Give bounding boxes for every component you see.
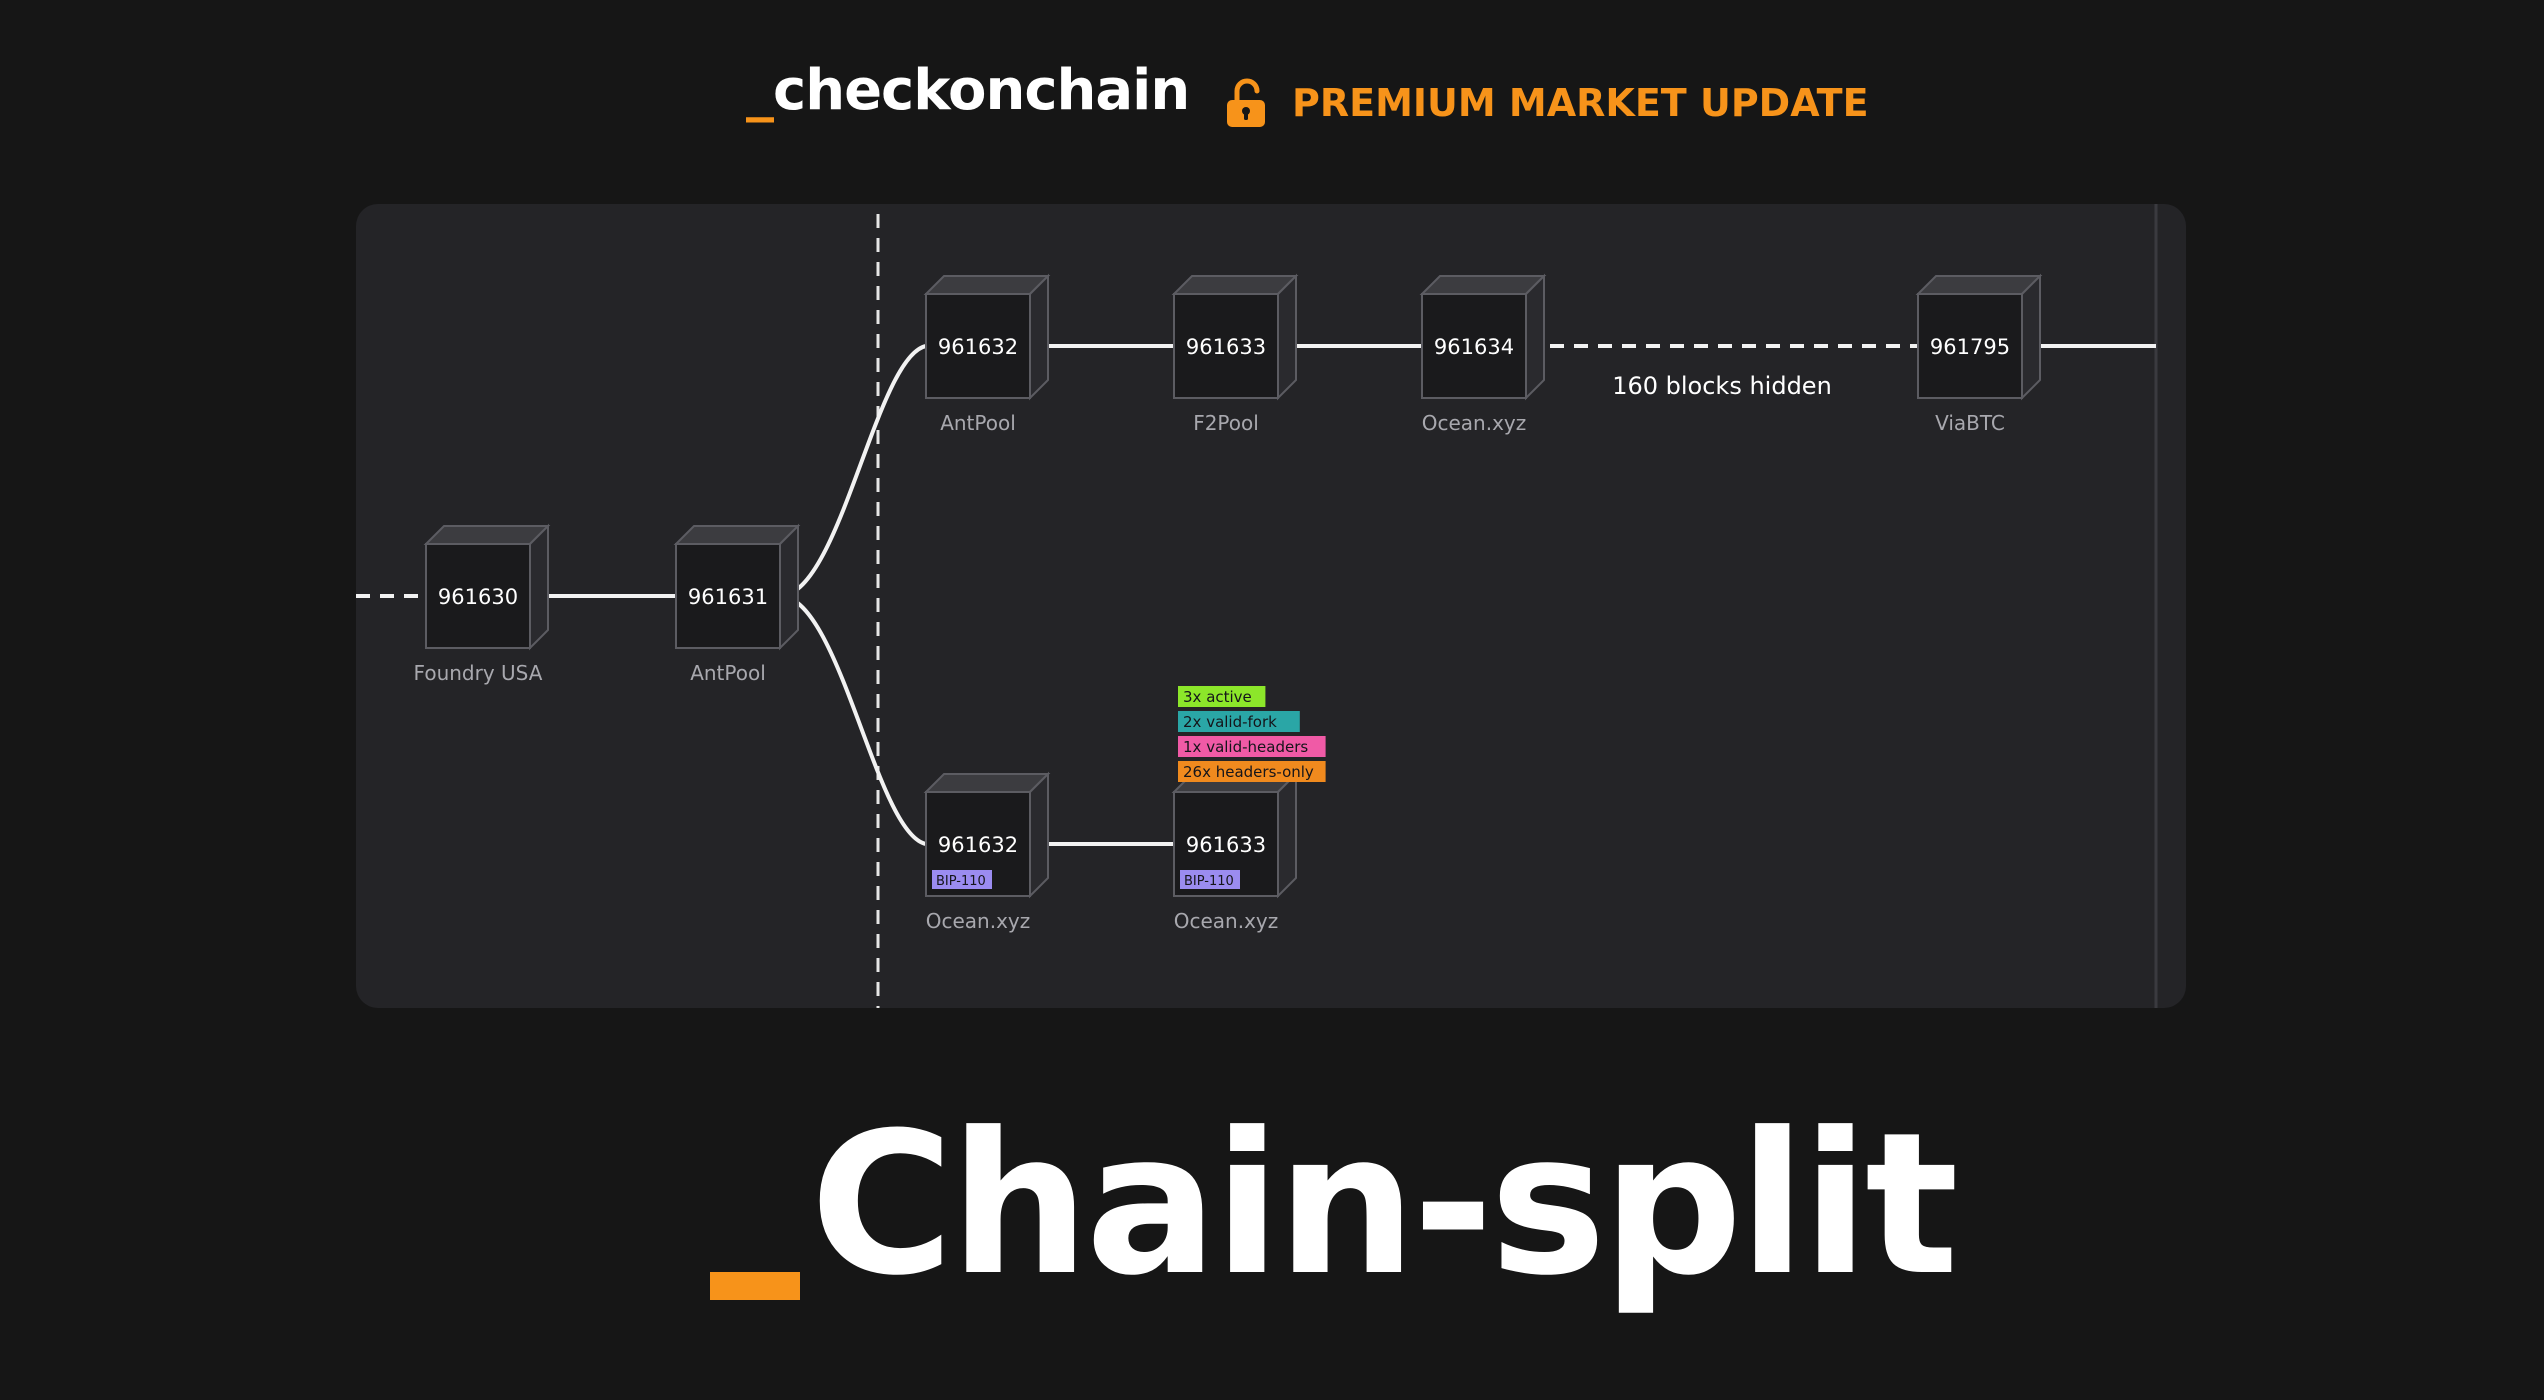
bip110-badge-label: BIP-110 [1184, 874, 1234, 889]
brand-name: checkonchain [773, 58, 1190, 123]
block-height-label: 961631 [688, 585, 768, 609]
unlocked-padlock-icon [1227, 78, 1265, 127]
block-pool-label: ViaBTC [1935, 411, 2005, 435]
status-tags: 3x active 2x valid-fork 1x valid-headers 26… [1178, 686, 1326, 782]
status-tag-label: 2x valid-fork [1183, 713, 1277, 731]
status-tag-bg [1178, 736, 1326, 757]
fork-edge-minority [779, 594, 927, 846]
brand-prefix: _ [746, 58, 774, 123]
block-height-label: 961632 [938, 335, 1018, 359]
chain-connections: 160 blocks hidden [356, 204, 2158, 1008]
block-height-label: 961633 [1186, 335, 1266, 359]
header: _checkonchain PREMIUM MARKET UPDATE [0, 0, 2544, 200]
block-side-face [1029, 771, 1049, 899]
block-side-face [1277, 771, 1297, 899]
brand-logo[interactable]: _checkonchain [746, 58, 1190, 123]
block-pool-label: Ocean.xyz [1174, 909, 1279, 933]
block-pool-label: AntPool [690, 661, 766, 685]
status-tag: 1x valid-headers [1178, 736, 1326, 757]
block-side-face [529, 523, 549, 651]
block-side-face [1277, 273, 1297, 401]
block-pool-label: Ocean.xyz [926, 909, 1031, 933]
status-tag-label: 3x active [1183, 688, 1252, 706]
block-front-face [1173, 293, 1279, 399]
block-height-label: 961795 [1930, 335, 2010, 359]
block-height-label: 961634 [1434, 335, 1514, 359]
block-height-label: 961632 [938, 833, 1018, 857]
block-height-label: 961633 [1186, 833, 1266, 857]
block-pool-label: Foundry USA [414, 661, 543, 685]
block-top-face [923, 275, 1051, 295]
block-side-face [2021, 273, 2041, 401]
block-front-face [1421, 293, 1527, 399]
block-top-face [673, 525, 801, 545]
bip110-badge [1180, 870, 1240, 889]
block-front-face [675, 543, 781, 649]
fork-edge-main [779, 344, 927, 598]
block-pool-label: F2Pool [1193, 411, 1259, 435]
premium-market-update: PREMIUM MARKET UPDATE [1224, 72, 1869, 134]
status-tag-label: 1x valid-headers [1183, 738, 1308, 756]
block-side-face [1525, 273, 1545, 401]
status-tag: 26x headers-only [1178, 761, 1326, 782]
block-front-face [1917, 293, 2023, 399]
status-tag-bg [1178, 686, 1266, 707]
status-tag: 2x valid-fork [1178, 711, 1300, 732]
block-top-face [1419, 275, 1547, 295]
bip110-badge-label: BIP-110 [936, 874, 986, 889]
block-top-face [1171, 275, 1299, 295]
block-top-face [1915, 275, 2043, 295]
block-top-face [923, 773, 1051, 793]
block-top-face [423, 525, 551, 545]
block-side-face [779, 523, 799, 651]
block-pool-label: AntPool [940, 411, 1016, 435]
block-front-face [425, 543, 531, 649]
bip110-badge [932, 870, 992, 889]
block-front-face [925, 293, 1031, 399]
status-tag-bg [1178, 761, 1326, 782]
block-height-label: 961630 [438, 585, 518, 609]
title-text: Chain-split [810, 1091, 1959, 1319]
premium-label: PREMIUM MARKET UPDATE [1292, 81, 1869, 125]
title-underscore [710, 1272, 800, 1300]
block-pool-label: Ocean.xyz [1422, 411, 1527, 435]
hidden-blocks-label: 160 blocks hidden [1612, 372, 1832, 400]
status-tag-bg [1178, 711, 1300, 732]
title: Chain-split [0, 1090, 2544, 1350]
block-side-face [1029, 273, 1049, 401]
status-tag-label: 26x headers-only [1183, 763, 1314, 781]
status-tag: 3x active [1178, 686, 1266, 707]
